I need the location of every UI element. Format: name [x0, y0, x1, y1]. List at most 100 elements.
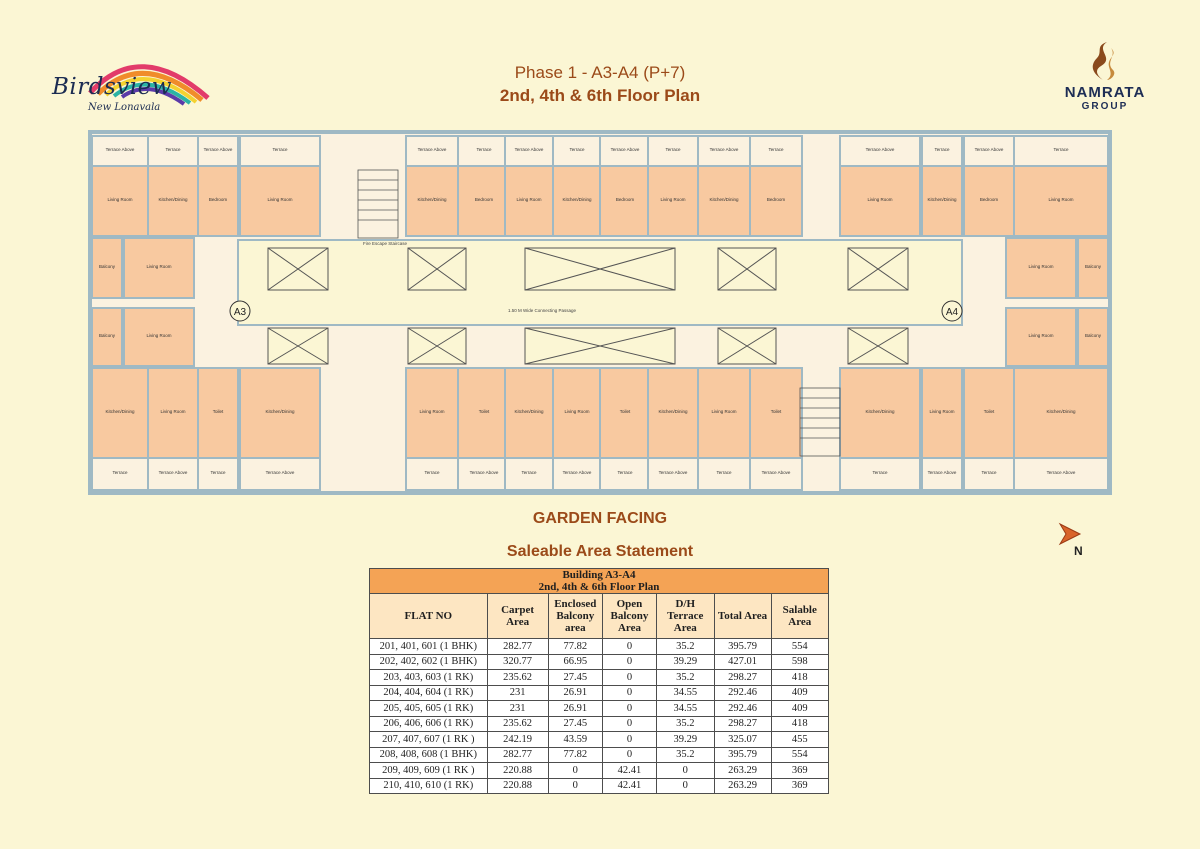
- table-cell: 206, 406, 606 (1 RK): [369, 715, 488, 732]
- room-label: Living Room: [867, 197, 892, 202]
- room: [647, 367, 699, 459]
- room: [839, 367, 921, 459]
- room: [921, 165, 963, 237]
- table-cell: 395.79: [713, 746, 772, 763]
- room-label: Terrace Above: [928, 470, 957, 475]
- table-cell: 395.79: [713, 638, 772, 655]
- table-cell: 42.41: [601, 777, 657, 794]
- room-label: Toilet: [213, 409, 224, 414]
- table-cell: 292.46: [713, 700, 772, 717]
- room-label: Living Room: [564, 409, 589, 414]
- room-label: Toilet: [771, 409, 782, 414]
- table-cell: 220.88: [486, 762, 549, 779]
- room-label: Terrace Above: [159, 470, 188, 475]
- room-label: Living Room: [1048, 197, 1073, 202]
- room-label: Toilet: [620, 409, 631, 414]
- room-label: Terrace Above: [611, 147, 640, 152]
- room-label: Living Room: [146, 333, 171, 338]
- room-label: Terrace: [768, 147, 784, 152]
- room: [123, 237, 195, 299]
- table-cell: 369: [770, 777, 830, 794]
- north-label: N: [1074, 544, 1083, 558]
- room-label: Terrace Above: [515, 147, 544, 152]
- room-label: Terrace Above: [1047, 470, 1076, 475]
- room-label: Terrace Above: [106, 147, 135, 152]
- namrata-logo: NAMRATA GROUP: [1040, 40, 1170, 125]
- room-label: Kitchen/Dining: [105, 409, 135, 414]
- table-cell: 282.77: [486, 638, 549, 655]
- table-cell: 27.45: [547, 669, 603, 686]
- room: [239, 457, 321, 491]
- room-label: Living Room: [160, 409, 185, 414]
- room: [457, 367, 511, 459]
- table-cell: 205, 405, 605 (1 RK): [369, 700, 488, 717]
- saleable-area-title: Saleable Area Statement: [506, 543, 694, 560]
- table-cell: 26.91: [547, 684, 603, 701]
- table-cell: 202, 402, 602 (1 BHK): [369, 653, 488, 670]
- room: [1005, 237, 1077, 299]
- table-cell: 35.2: [655, 746, 715, 763]
- room-label: Terrace Above: [659, 470, 688, 475]
- table-cell: 298.27: [713, 669, 772, 686]
- room-label: Living Room: [146, 264, 171, 269]
- table-cell: 0: [601, 653, 657, 670]
- room-label: Terrace: [165, 147, 181, 152]
- table-cell: 35.2: [655, 669, 715, 686]
- room-label: Terrace: [272, 147, 288, 152]
- room: [697, 165, 751, 237]
- room-label: Balcony: [1085, 333, 1102, 338]
- room-label: Terrace: [934, 147, 950, 152]
- table-cell: 201, 401, 601 (1 BHK): [369, 638, 488, 655]
- table-cell: 282.77: [486, 746, 549, 763]
- room-label: Bedroom: [209, 197, 228, 202]
- table-cell: 369: [770, 762, 830, 779]
- table-cell: 0: [601, 731, 657, 748]
- room-label: Terrace: [981, 470, 997, 475]
- table-cell: 0: [547, 762, 603, 779]
- room-label: Kitchen/Dining: [1046, 409, 1076, 414]
- room-label: Terrace: [872, 470, 888, 475]
- floor-plan-title: 2nd, 4th & 6th Floor Plan: [499, 86, 701, 105]
- room: [405, 165, 459, 237]
- room-label: Terrace: [112, 470, 128, 475]
- table-cell: 35.2: [655, 638, 715, 655]
- table-cell: 39.29: [655, 731, 715, 748]
- room: [197, 367, 239, 459]
- room: [405, 135, 459, 167]
- flame-logo-icon: [1092, 42, 1115, 80]
- room-label: Terrace Above: [470, 470, 499, 475]
- wing-label-right: A4: [946, 307, 959, 318]
- table-cell: 77.82: [547, 746, 603, 763]
- room-label: Living Room: [1028, 264, 1053, 269]
- table-cell: 418: [770, 715, 830, 732]
- table-cell: 554: [770, 638, 830, 655]
- table-cell: 320.77: [486, 653, 549, 670]
- room: [963, 367, 1015, 459]
- table-cell: 231: [486, 684, 549, 701]
- table-cell: 235.62: [486, 715, 549, 732]
- table-cell: 554: [770, 746, 830, 763]
- table-cell: 208, 408, 608 (1 BHK): [369, 746, 488, 763]
- north-arrow-icon: [1058, 522, 1082, 546]
- room: [1077, 237, 1109, 299]
- room-label: Kitchen/Dining: [158, 197, 188, 202]
- room: [504, 457, 554, 491]
- room-label: Kitchen/Dining: [709, 197, 739, 202]
- table-cell: 325.07: [713, 731, 772, 748]
- room: [239, 135, 321, 167]
- phase-title: Phase 1 - A3-A4 (P+7): [514, 63, 686, 82]
- room: [697, 367, 751, 459]
- room-label: Terrace: [1053, 147, 1069, 152]
- table-cell: 26.91: [547, 700, 603, 717]
- room-label: Bedroom: [767, 197, 786, 202]
- table-cell: 39.29: [655, 653, 715, 670]
- room-label: Kitchen/Dining: [658, 409, 688, 414]
- table-cell: 43.59: [547, 731, 603, 748]
- table-cell: 204, 404, 604 (1 RK): [369, 684, 488, 701]
- room-label: Kitchen/Dining: [927, 197, 957, 202]
